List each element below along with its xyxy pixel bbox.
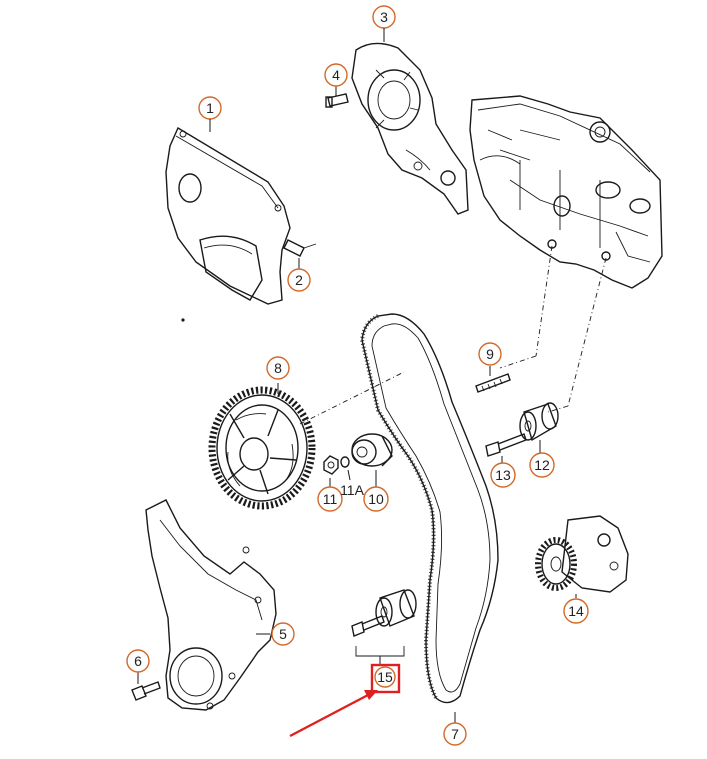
bolt-4 [325,86,349,108]
rear-timing-cover [351,42,469,215]
callout-3-label: 3 [380,9,388,25]
callout-5-label: 5 [279,626,287,642]
highlight-box [370,663,401,694]
callout-8[interactable]: 8 [266,356,290,380]
highlight-arrow [289,690,378,738]
lower-timing-cover [145,499,277,711]
callout-11a-label: 11A [340,482,365,498]
callout-11[interactable]: 11 [317,486,343,512]
washer-11a [340,456,351,481]
callout-4[interactable]: 4 [324,63,348,87]
callout-11a[interactable]: 11A [340,478,365,502]
engine-block [469,95,663,289]
nut-11 [323,455,339,487]
callout-9[interactable]: 9 [478,342,502,366]
camshaft-sprocket [208,371,405,510]
tensioner-roller [351,433,393,487]
stud-9 [475,366,511,393]
callout-7-label: 7 [451,726,459,742]
callout-1-label: 1 [206,100,214,116]
callout-11-label: 11 [323,491,338,507]
callout-13[interactable]: 13 [490,462,516,488]
callout-12-label: 12 [534,457,550,473]
callout-4-label: 4 [332,67,340,83]
bolt-2 [283,239,317,269]
callout-1[interactable]: 1 [198,96,222,120]
guide-roller-15 [351,589,417,657]
callout-10-label: 10 [368,491,384,507]
callout-8-label: 8 [274,360,282,376]
timing-belt [359,313,499,723]
callout-2[interactable]: 2 [287,268,311,292]
callout-10[interactable]: 10 [363,486,389,512]
callout-14[interactable]: 14 [563,598,589,624]
callout-6[interactable]: 6 [126,649,150,673]
callout-9-label: 9 [486,346,494,362]
bolt-13 [485,433,527,463]
callout-13-label: 13 [495,467,511,483]
callout-5[interactable]: 5 [271,622,295,646]
callout-15[interactable]: 15 [374,666,396,688]
callout-7[interactable]: 7 [443,722,467,746]
bolt-6 [131,672,161,701]
callout-15-label: 15 [377,669,393,685]
callout-2-label: 2 [295,272,303,288]
callout-14-label: 14 [568,603,584,619]
upper-timing-cover [165,126,291,322]
water-pump [535,515,629,598]
callout-12[interactable]: 12 [529,452,555,478]
callout-6-label: 6 [134,653,142,669]
idler-roller [519,402,559,453]
callout-3[interactable]: 3 [372,5,396,29]
